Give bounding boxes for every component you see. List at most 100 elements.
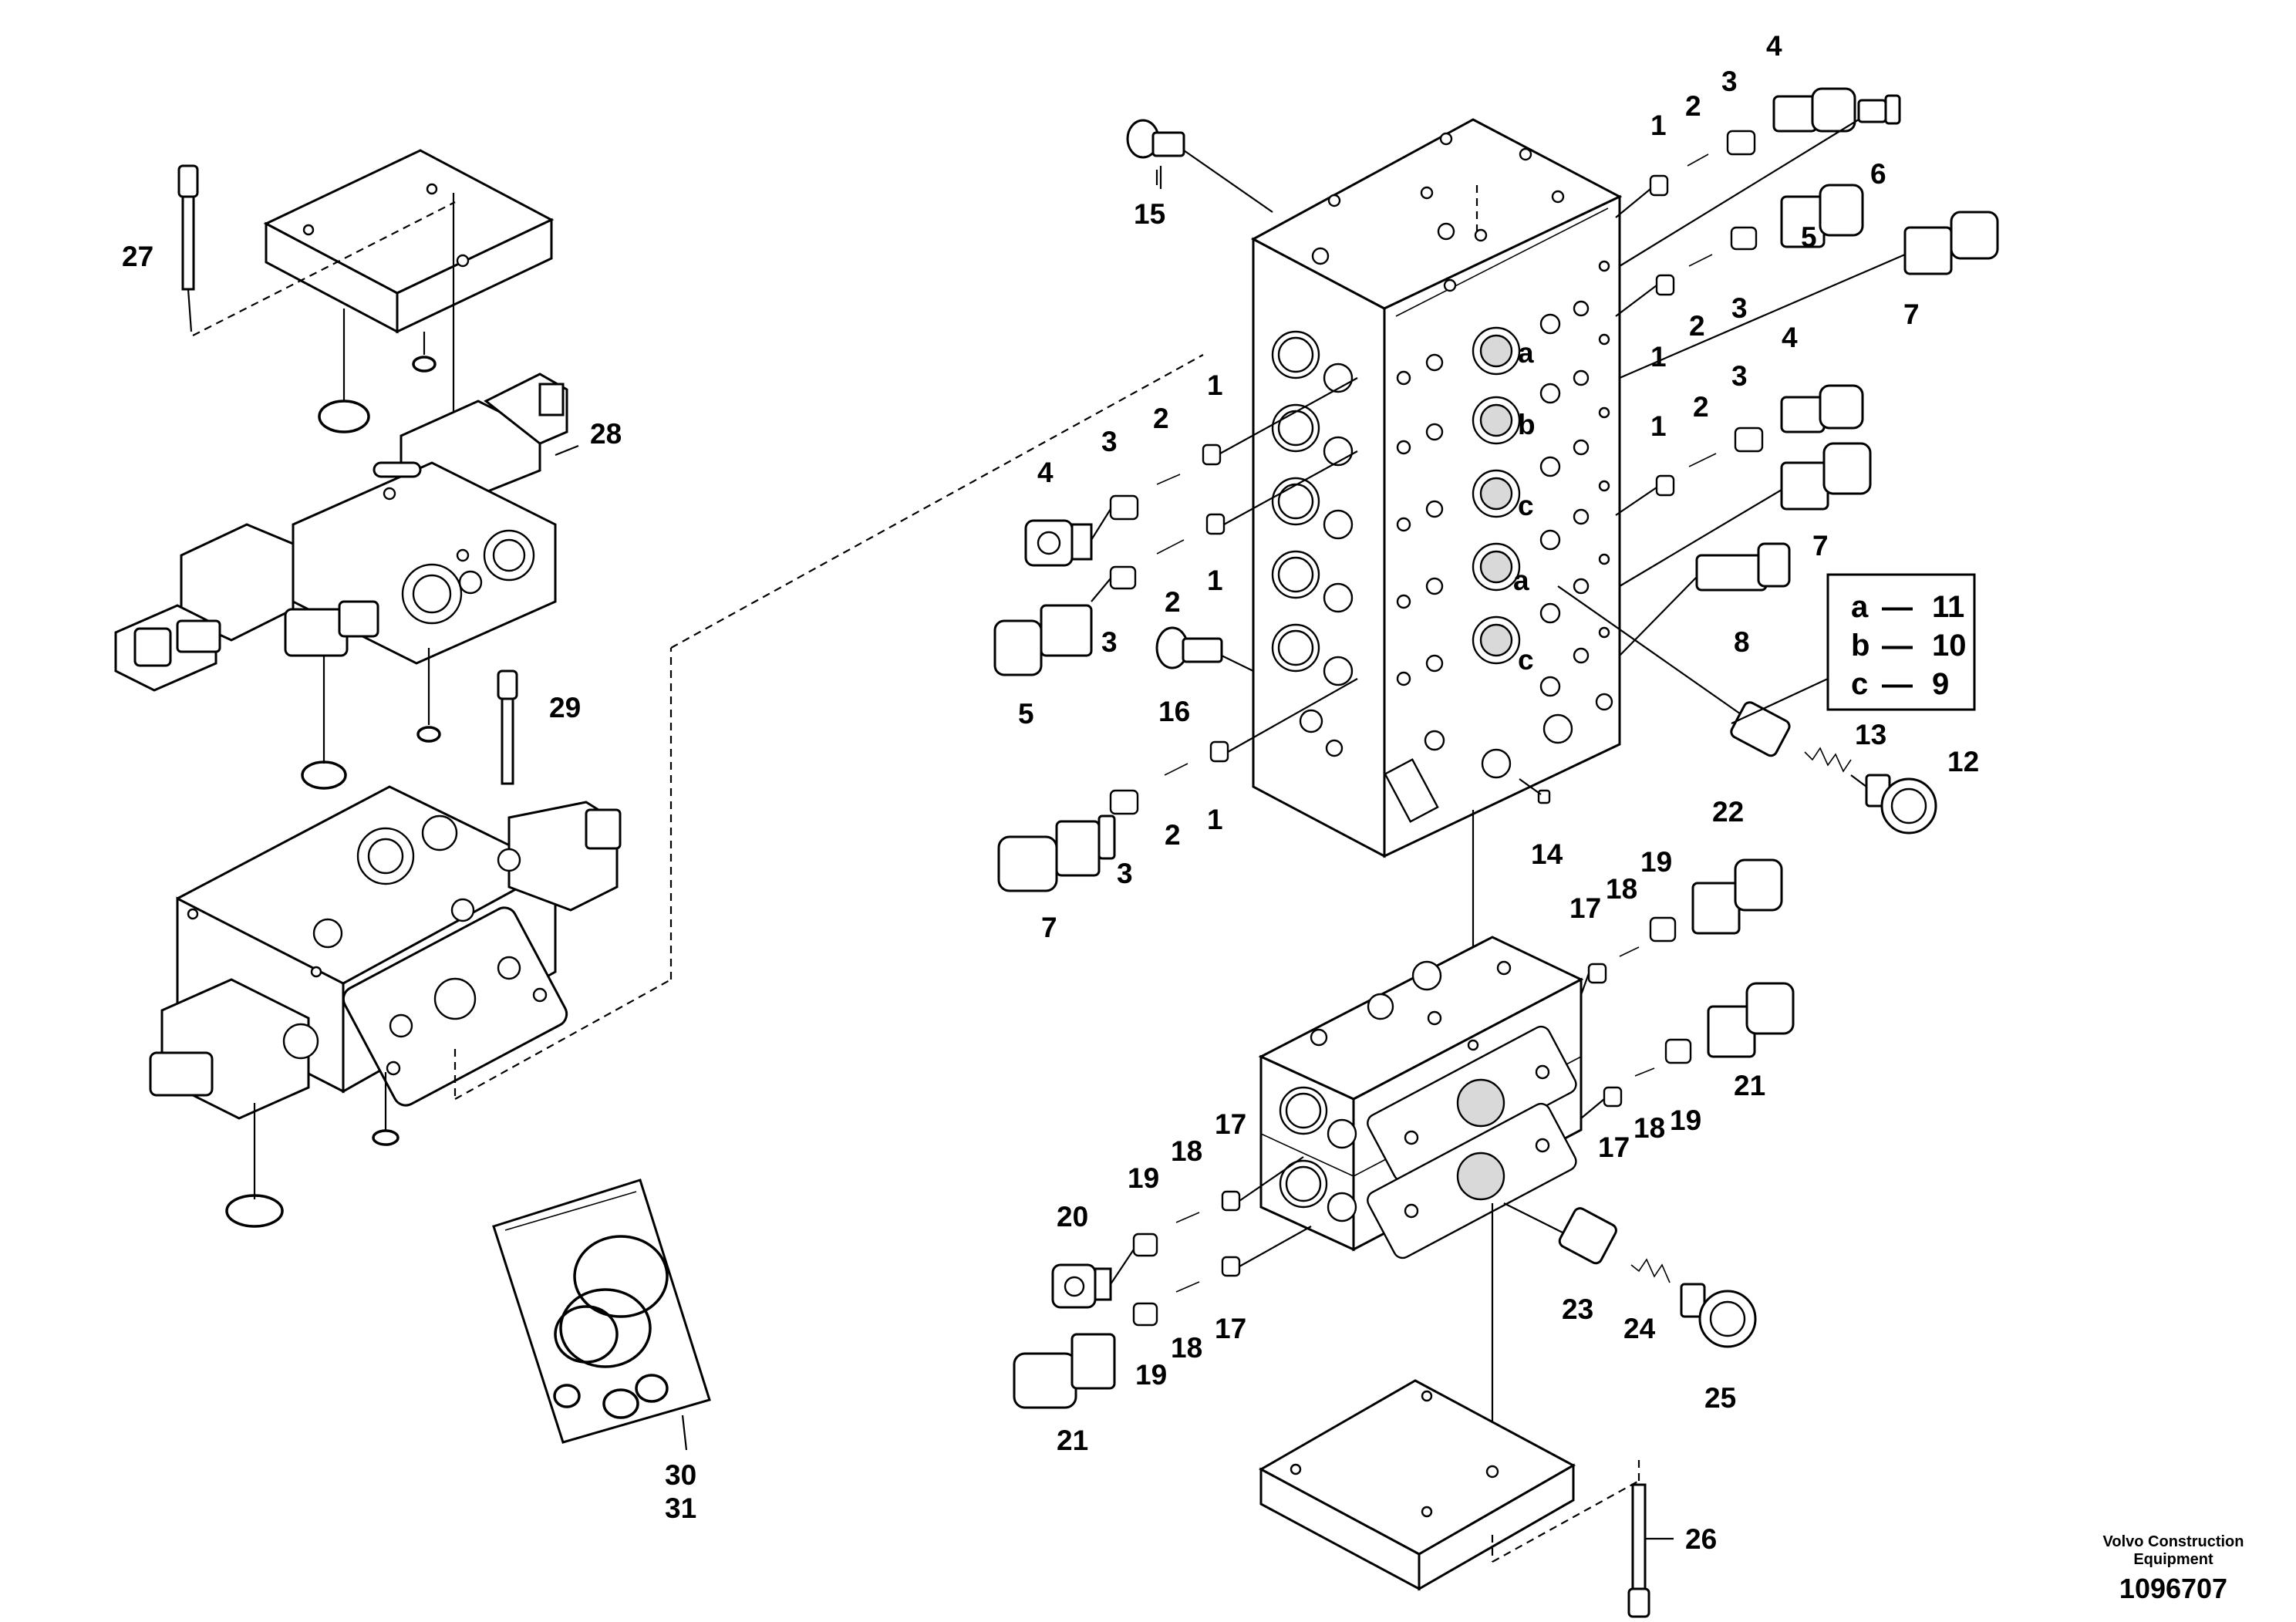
- poppet-1-right-b: [1655, 274, 1675, 296]
- callout-19-left-b: 19: [1135, 1359, 1167, 1391]
- port-legend: [1826, 573, 1976, 711]
- poppet-1-left-a: [1202, 443, 1222, 466]
- callout-6: 6: [1870, 158, 1886, 190]
- legend-part-a: 11: [1932, 590, 1964, 624]
- check-valve-23: [1558, 1207, 1617, 1265]
- callout-1-left-c: 1: [1207, 804, 1223, 835]
- o-ring-6: [372, 1129, 400, 1146]
- legend-letter-a: a: [1851, 590, 1869, 624]
- callout-8: 8: [1734, 626, 1750, 658]
- plug-16: [1155, 626, 1223, 669]
- callout-24: 24: [1623, 1313, 1656, 1344]
- callout-1-right-c: 1: [1650, 410, 1667, 442]
- callout-18-right-a: 18: [1606, 873, 1637, 905]
- callout-19-right-b: 19: [1670, 1104, 1701, 1136]
- poppet-17-d: [1221, 1256, 1241, 1277]
- seal-kit-bag: [492, 1179, 711, 1444]
- spring-24: [1630, 1258, 1671, 1283]
- bolt-26: [1627, 1483, 1650, 1618]
- callout-3-right-a: 3: [1721, 66, 1738, 97]
- callout-1-right-b: 1: [1650, 341, 1667, 373]
- brand-line-2: Equipment: [2133, 1551, 2213, 1568]
- relief-valve-4-left: [1024, 519, 1093, 567]
- callout-2-left-a: 2: [1153, 403, 1169, 434]
- relief-valve-5-right: [1780, 184, 1864, 248]
- callout-4-right-a: 4: [1766, 30, 1782, 62]
- callout-17-right-a: 17: [1569, 892, 1601, 924]
- bolt-29: [497, 669, 518, 785]
- callout-27: 27: [122, 241, 153, 272]
- callout-3-right-b: 3: [1731, 292, 1748, 324]
- callout-21-right: 21: [1734, 1070, 1765, 1101]
- plug-12: [1865, 774, 1937, 835]
- valve-section-28: [114, 373, 568, 692]
- callout-20: 20: [1057, 1201, 1088, 1233]
- cover-plate-top: [263, 149, 555, 334]
- legend-part-b: 10: [1932, 629, 1967, 663]
- relief-valve-7-left: [997, 814, 1116, 892]
- callout-28: 28: [590, 418, 622, 450]
- relief-valve-4-right-b: [1780, 384, 1864, 433]
- callout-7-right-b: 7: [1812, 530, 1829, 561]
- callout-18-right-b: 18: [1633, 1112, 1665, 1144]
- document-number: 1096707: [2119, 1573, 2227, 1604]
- relief-valve-4-right-a: [1772, 87, 1856, 133]
- callout-3-left-a: 3: [1101, 426, 1118, 457]
- port-letter-a-2: a: [1513, 565, 1529, 596]
- callout-18-left-b: 18: [1171, 1332, 1202, 1364]
- callout-25: 25: [1704, 1382, 1736, 1414]
- relief-valve-5-left: [993, 604, 1093, 676]
- legend-dash-b: —: [1882, 629, 1913, 663]
- o-ring-1: [318, 400, 370, 433]
- callout-5-right: 5: [1801, 221, 1817, 253]
- brand-line-1: Volvo Construction: [2103, 1533, 2244, 1550]
- seat-3-right-c: [1734, 427, 1764, 453]
- screw-6: [1857, 94, 1901, 125]
- callout-16: 16: [1158, 696, 1190, 727]
- legend-dash-c: —: [1882, 667, 1913, 701]
- poppet-1-left-b: [1205, 513, 1226, 535]
- callout-23: 23: [1562, 1293, 1593, 1325]
- seat-3-left-a: [1109, 494, 1139, 521]
- relief-valve-21-left: [1013, 1333, 1116, 1409]
- callout-22: 22: [1712, 796, 1744, 828]
- callout-13: 13: [1855, 719, 1886, 750]
- poppet-17-a: [1587, 963, 1607, 984]
- spring-13: [1804, 747, 1852, 773]
- seat-19-d: [1132, 1302, 1158, 1327]
- plug-15: [1126, 119, 1185, 159]
- callout-17-left-a: 17: [1215, 1108, 1246, 1140]
- relief-valve-21-right: [1707, 982, 1795, 1058]
- valve-section-lower: [149, 785, 622, 1120]
- poppet-1-left-c: [1209, 740, 1229, 763]
- callout-29: 29: [549, 692, 581, 723]
- callout-4-left: 4: [1037, 457, 1054, 488]
- poppet-17-c: [1221, 1190, 1241, 1212]
- plug-25: [1680, 1283, 1757, 1348]
- legend-part-c: 9: [1932, 667, 1949, 701]
- o-ring-4: [416, 726, 441, 743]
- relief-valve-22: [1691, 858, 1783, 935]
- seat-19-c: [1132, 1233, 1158, 1257]
- callout-31: 31: [665, 1492, 696, 1524]
- seat-3-right-a: [1726, 130, 1756, 156]
- callout-7-left: 7: [1041, 912, 1057, 943]
- callout-17-left-b: 17: [1215, 1313, 1246, 1344]
- legend-dash-a: —: [1882, 590, 1913, 624]
- port-letter-c-1: c: [1518, 490, 1534, 521]
- poppet-1-right-c: [1655, 474, 1675, 497]
- seat-19-b: [1664, 1038, 1692, 1064]
- callout-3-left-b: 3: [1101, 626, 1118, 658]
- o-ring-2: [412, 356, 437, 373]
- valve-8: [1695, 542, 1791, 592]
- callout-2-right-c: 2: [1693, 391, 1709, 423]
- callout-2-right-b: 2: [1689, 310, 1705, 342]
- port-letter-a-1: a: [1518, 337, 1534, 369]
- check-valve-insert: [1730, 701, 1791, 757]
- callout-2-left-b: 2: [1165, 586, 1181, 618]
- poppet-17-b: [1603, 1086, 1623, 1108]
- callout-3-right-c: 3: [1731, 360, 1748, 392]
- callout-1-right-a: 1: [1650, 110, 1667, 141]
- callout-19-right-a: 19: [1640, 846, 1672, 878]
